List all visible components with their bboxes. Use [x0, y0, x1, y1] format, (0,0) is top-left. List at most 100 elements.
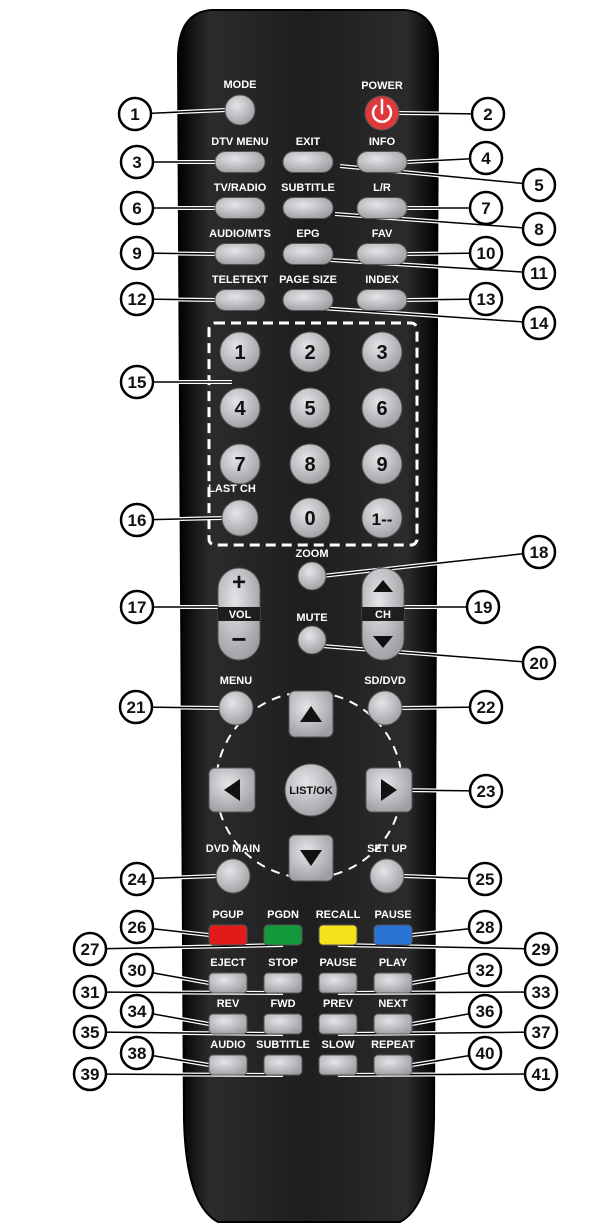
play-button[interactable]	[373, 972, 413, 994]
leader-line-39	[89, 1073, 284, 1076]
label-index: INDEX	[365, 274, 399, 286]
dtvmenu-button[interactable]	[214, 151, 266, 173]
callout-circle-25	[467, 861, 503, 897]
digit-button-8[interactable]	[361, 443, 403, 485]
callout-circle-16	[119, 502, 155, 538]
label-dvdmain: DVD MAIN	[206, 843, 260, 855]
label-pause2: PAUSE	[319, 957, 356, 969]
callout-number-26: 26	[128, 918, 147, 937]
callout-circle-36	[467, 993, 503, 1029]
zoom-button[interactable]	[297, 561, 327, 591]
callout-circle-6	[119, 190, 155, 226]
arrow-left-icon	[224, 779, 240, 801]
digit-button-1[interactable]	[289, 331, 331, 373]
callout-circle-32	[467, 952, 503, 988]
prev-button[interactable]	[318, 1013, 358, 1035]
callout-circle-7	[468, 190, 504, 226]
callout-number-2: 2	[483, 105, 492, 124]
label-mode: MODE	[224, 79, 257, 91]
teletext-button[interactable]	[214, 289, 266, 311]
digit-button-10[interactable]	[361, 497, 403, 539]
eject-button[interactable]	[208, 972, 248, 994]
callout-circle-1	[117, 96, 153, 132]
callout-number-34: 34	[128, 1002, 147, 1021]
digit-button-6[interactable]	[219, 443, 261, 485]
callout-number-13: 13	[477, 290, 496, 309]
label-power: POWER	[361, 80, 403, 92]
digit-label-9: 0	[304, 508, 315, 530]
arrow-up-icon	[300, 706, 322, 722]
audio-button[interactable]	[208, 1054, 248, 1076]
digit-button-7[interactable]	[289, 443, 331, 485]
callout-circle-21	[118, 689, 154, 725]
digit-button-3[interactable]	[219, 387, 261, 429]
dvd-main-button[interactable]	[215, 858, 251, 894]
stop-button[interactable]	[263, 972, 303, 994]
lr-button[interactable]	[356, 197, 408, 219]
tvradio-button[interactable]	[214, 197, 266, 219]
callout-number-14: 14	[530, 314, 549, 333]
callout-number-24: 24	[128, 870, 147, 889]
label-zoom: ZOOM	[296, 548, 329, 560]
digit-button-5[interactable]	[361, 387, 403, 429]
label-pgup: PGUP	[212, 909, 243, 921]
subtitle2-button[interactable]	[263, 1054, 303, 1076]
epg-button[interactable]	[282, 243, 334, 265]
next-button[interactable]	[373, 1013, 413, 1035]
pgdn-button[interactable]	[263, 924, 303, 946]
leader-line-41	[337, 1073, 542, 1076]
sd-dvd-button[interactable]	[367, 690, 403, 726]
label-dtvmenu: DTV MENU	[211, 136, 269, 148]
pause2-button[interactable]	[318, 972, 358, 994]
fwd-button[interactable]	[263, 1013, 303, 1035]
pause-color-button[interactable]	[373, 924, 413, 946]
repeat-button[interactable]	[373, 1054, 413, 1076]
last-ch-button[interactable]	[221, 499, 259, 537]
label-vol: VOL	[229, 609, 252, 621]
recall-button[interactable]	[318, 924, 358, 946]
callout-number-1: 1	[130, 105, 139, 124]
callout-circle-14	[521, 305, 557, 341]
callout-circle-19	[465, 589, 501, 625]
list-ok-button[interactable]	[284, 763, 338, 817]
mute-button[interactable]	[297, 625, 327, 655]
callout-number-16: 16	[128, 511, 147, 530]
digit-button-4[interactable]	[289, 387, 331, 429]
label-recall: RECALL	[316, 909, 361, 921]
digit-button-0[interactable]	[219, 331, 261, 373]
audiomts-button[interactable]	[214, 243, 266, 265]
label-prev: PREV	[323, 998, 354, 1010]
leader-line-35	[89, 1031, 284, 1035]
info-button[interactable]	[356, 151, 408, 173]
leader-line-20	[321, 645, 540, 664]
pagesize-button[interactable]	[282, 289, 334, 311]
digit-label-7: 8	[304, 454, 315, 476]
subtitle1-button[interactable]	[282, 197, 334, 219]
callout-number-40: 40	[476, 1044, 495, 1063]
chevron-down-icon	[373, 636, 393, 648]
callout-number-15: 15	[128, 373, 147, 392]
callout-number-30: 30	[128, 961, 147, 980]
callout-circle-22	[468, 689, 504, 725]
menu-button[interactable]	[218, 690, 254, 726]
rev-button[interactable]	[208, 1013, 248, 1035]
callout-number-12: 12	[128, 290, 147, 309]
pgup-button[interactable]	[208, 924, 248, 946]
fav-button[interactable]	[356, 243, 408, 265]
label-repeat: REPEAT	[371, 1039, 415, 1051]
set-up-button[interactable]	[369, 858, 405, 894]
callout-circle-41	[523, 1056, 559, 1092]
minus-icon: −	[231, 624, 246, 654]
callout-circle-5	[521, 167, 557, 203]
digit-label-4: 5	[304, 398, 315, 420]
slow-button[interactable]	[318, 1054, 358, 1076]
mode-button[interactable]	[224, 94, 256, 126]
digit-button-9[interactable]	[289, 497, 331, 539]
label-play: PLAY	[379, 957, 408, 969]
digit-button-2[interactable]	[361, 331, 403, 373]
digit-label-8: 9	[376, 454, 387, 476]
index-button[interactable]	[356, 289, 408, 311]
leader-line-31	[89, 991, 284, 994]
exit-button[interactable]	[282, 151, 334, 173]
